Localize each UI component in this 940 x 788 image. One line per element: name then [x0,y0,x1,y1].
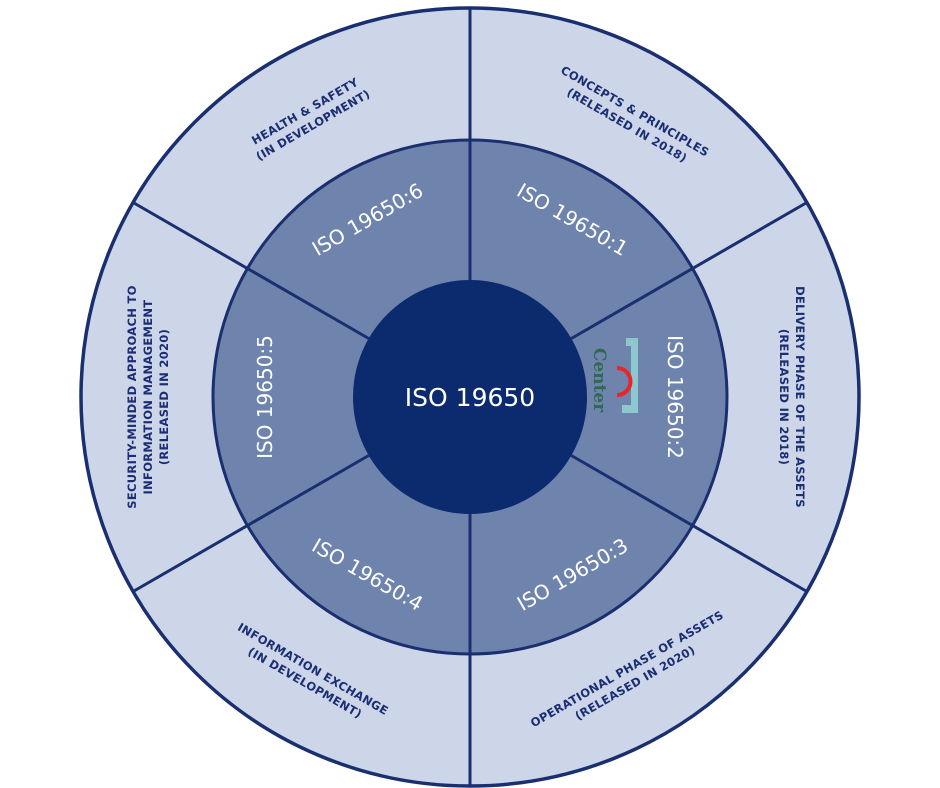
divider-line [570,454,808,593]
segment-dividers [132,8,808,786]
segment-part-label: ISO 19650:5 [253,335,277,459]
segment-part-label: ISO 19650:2 [663,335,687,459]
segment-description: DELIVERY PHASE OF THE ASSETS(RELEASED IN… [777,286,807,508]
segment-description-line: SECURITY-MINDED APPROACH TO [125,285,139,508]
divider-line [570,201,808,340]
segment-description-line: (RELEASED IN 2020) [157,329,171,465]
segment-description-line: (RELEASED IN 2018) [777,329,791,465]
center-logo: Center [589,338,638,413]
logo-red-arc [616,366,633,397]
center-circle [353,280,587,514]
logo-teal-frame [622,338,638,413]
center-title: ISO 19650 [405,383,535,412]
segment-description-line: DELIVERY PHASE OF THE ASSETS [793,286,807,508]
divider-line [132,454,370,593]
logo-text: Center [589,348,609,413]
divider-line [132,201,370,340]
segment-description-line: INFORMATION MANAGEMENT [141,300,155,495]
